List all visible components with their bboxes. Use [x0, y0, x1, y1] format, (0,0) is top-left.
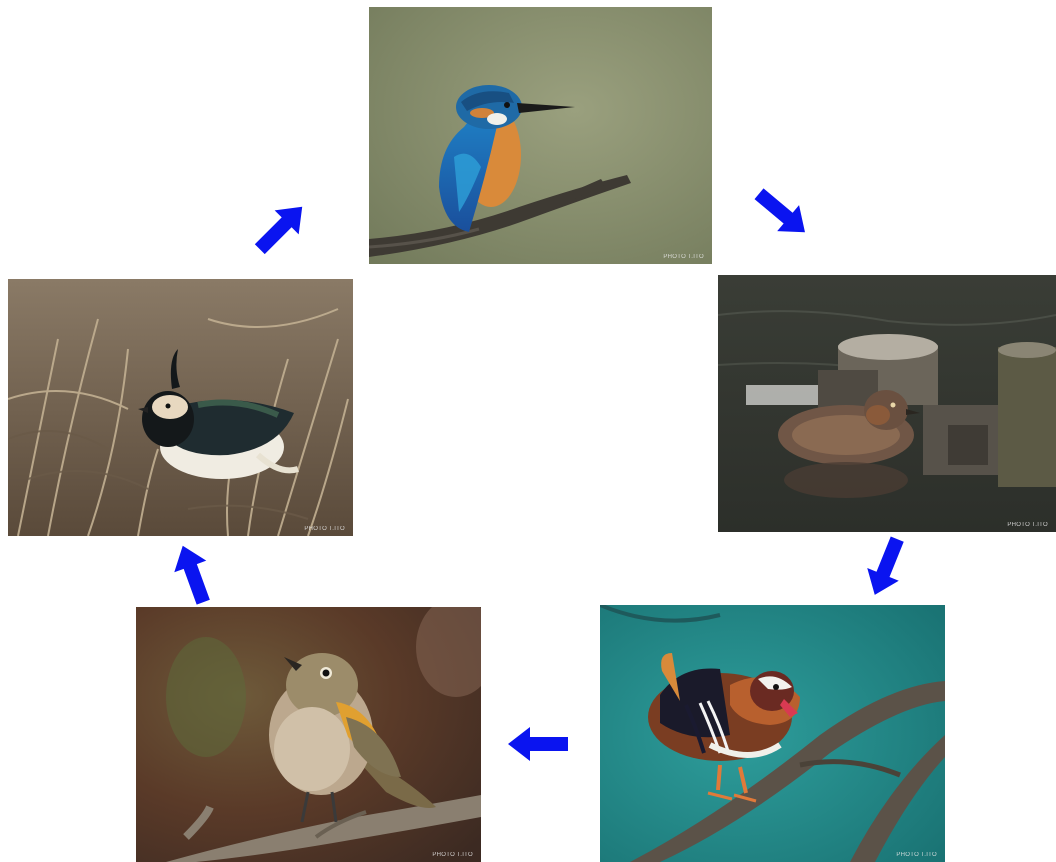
arrow-up-right-icon: [251, 206, 311, 255]
photo-credit: PHOTO T.ITO: [304, 526, 345, 532]
mandarin-duck-photo: PHOTO T.ITO: [600, 605, 945, 862]
bluetail-photo: PHOTO T.ITO: [136, 607, 481, 862]
lapwing-photo: PHOTO T.ITO: [8, 279, 353, 536]
arrow-down-icon: [856, 536, 916, 595]
photo-credit: PHOTO T.ITO: [896, 852, 937, 858]
arrow-left-icon: [508, 727, 568, 761]
photo-credit: PHOTO T.ITO: [1007, 522, 1048, 528]
photo-credit: PHOTO T.ITO: [663, 254, 704, 260]
arrow-down-right-icon: [752, 188, 812, 233]
arrow-up-icon: [163, 545, 223, 605]
grebe-photo: PHOTO T.ITO: [718, 275, 1056, 532]
photo-credit: PHOTO T.ITO: [432, 852, 473, 858]
kingfisher-photo: PHOTO T.ITO: [369, 7, 712, 264]
